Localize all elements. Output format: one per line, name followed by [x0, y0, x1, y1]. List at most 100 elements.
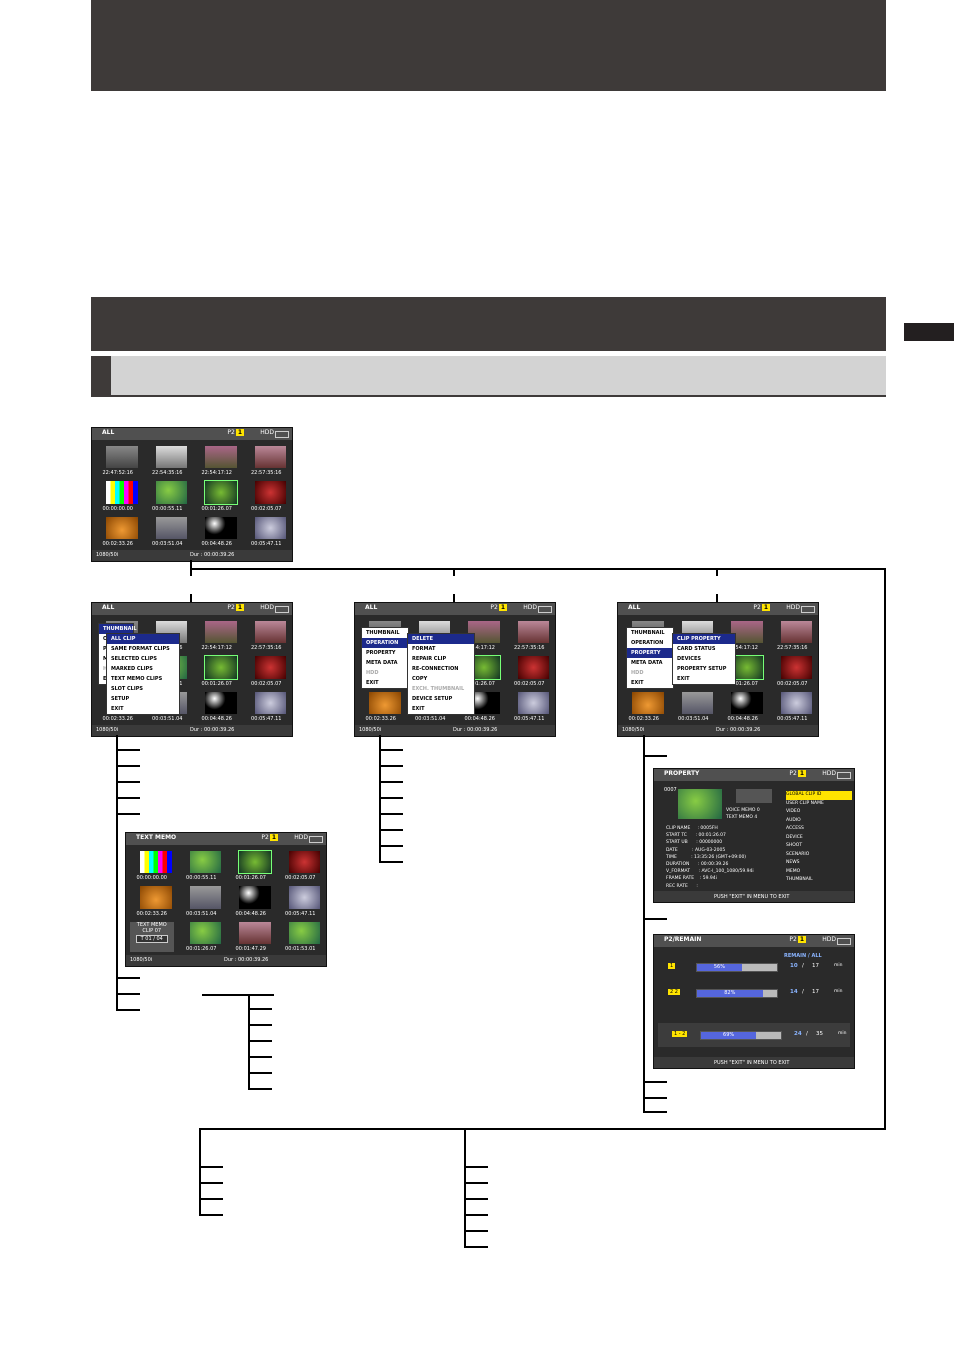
menu-item[interactable]: OPERATION [631, 640, 664, 646]
menu-item[interactable]: CARD STATUS [677, 646, 716, 652]
thumbnail-cell[interactable]: 00:04:48.26 [195, 690, 239, 722]
menu-item[interactable]: EXIT [111, 706, 124, 712]
thumbnail-cell[interactable]: 00:01:26.07 [180, 920, 224, 952]
thumbnail-cell[interactable]: 00:03:51.04 [146, 515, 190, 547]
clip-number: 0007 [664, 787, 677, 793]
main-menu[interactable]: THUMBNAIL OPERATION PROPERTY META DATA HDD EX… [626, 627, 674, 689]
menu-item[interactable]: REPAIR CLIP [412, 656, 447, 662]
menu-item[interactable]: THUMBNAIL [631, 630, 665, 636]
menu-item[interactable]: META DATA [631, 660, 663, 666]
thumbnail-cell[interactable]: 00:02:05.07 [279, 849, 323, 881]
menu-item[interactable]: EXCH. THUMBNAIL [412, 686, 465, 692]
thumbnail-cell[interactable]: 00:05:47.11 [771, 690, 815, 722]
property-menu-item[interactable]: VIDEO [786, 809, 801, 814]
thumbnail-cell[interactable]: 00:02:05.07 [245, 479, 289, 512]
menu-item[interactable]: EXIT [677, 676, 690, 682]
thumbnail-cell[interactable]: 22:54:17:12 [721, 619, 765, 651]
property-menu-item[interactable]: MEMO [786, 868, 801, 874]
menu-item[interactable]: FORMAT [412, 646, 436, 652]
menu-item[interactable]: COPY [412, 676, 428, 682]
thumbnail-submenu[interactable]: ALL CLIP SAME FORMAT CLIPS SELECTED CLIPS M… [106, 633, 180, 715]
property-menu-item[interactable]: DEVICE [786, 834, 803, 840]
thumbnail-cell[interactable]: 22:57:35:16 [508, 619, 552, 651]
menu-item[interactable]: HDD [631, 670, 644, 676]
thumbnail-cell[interactable]: 22:47:52:16 [96, 444, 140, 476]
thumbnail-cell[interactable]: 00:03:51.04 [672, 690, 716, 722]
thumbnail-cell[interactable]: 00:01:53.01 [279, 920, 323, 952]
menu-item[interactable]: OPERATION [362, 638, 408, 648]
menu-item[interactable]: SETUP [111, 696, 130, 702]
thumbnail-cell[interactable]: 00:02:33.26 [130, 884, 174, 917]
thumbnail-cell[interactable]: 00:05:47.11 [245, 690, 289, 722]
main-menu[interactable]: THUMBNAIL OPERATION PROPERTY META DATA HDD EX… [361, 627, 409, 689]
thumbnail-cell[interactable]: 22:54:17:12 [195, 444, 239, 476]
menu-item[interactable]: DEVICE SETUP [412, 696, 453, 702]
menu-item[interactable]: TEXT MEMO CLIPS [111, 676, 163, 682]
p2-slot: 1 [235, 429, 244, 436]
thumbnail-cell[interactable]: 00:01:26.07 [721, 654, 765, 687]
thumbnail-cell[interactable]: 00:01:47.29 [229, 920, 273, 952]
menu-item[interactable]: MARKED CLIPS [111, 666, 153, 672]
menu-item[interactable]: ALL CLIP [107, 634, 179, 644]
menu-item[interactable]: EXIT [631, 680, 644, 686]
thumbnail-cell[interactable]: 00:02:05.07 [245, 654, 289, 687]
menu-item[interactable]: PROPERTY [627, 648, 673, 658]
menu-item[interactable]: CLIP PROPERTY [673, 634, 735, 644]
property-menu-item[interactable]: THUMBNAIL [786, 877, 813, 882]
thumbnail-cell[interactable]: 00:02:33.26 [96, 515, 140, 547]
menu-item[interactable]: HDD [366, 670, 379, 676]
thumbnail-cell[interactable]: 00:02:33.26 [622, 690, 666, 722]
thumbnail-cell[interactable]: 00:04:48.26 [458, 690, 502, 722]
thumbnail-cell[interactable]: 22:54:17:12 [195, 619, 239, 651]
thumbnail-cell[interactable]: 00:01:26.07 [458, 654, 502, 687]
menu-item[interactable]: SELECTED CLIPS [111, 656, 157, 662]
property-menu-item[interactable]: USER CLIP NAME [786, 800, 824, 806]
menu-item[interactable]: PROPERTY SETUP [677, 666, 727, 672]
thumbnail-cell[interactable]: 00:04:48.26 [229, 884, 273, 917]
thumbnail-cell[interactable]: 00:02:33.26 [359, 690, 403, 722]
thumbnail-cell[interactable]: 00:01:26.07 [195, 479, 239, 512]
menu-item[interactable]: THUMBNAIL [99, 624, 137, 634]
thumbnail-cell[interactable]: 00:05:47.11 [245, 515, 289, 547]
property-submenu[interactable]: CLIP PROPERTY CARD STATUS DEVICES PROPERTY … [672, 633, 736, 685]
menu-item[interactable]: EXIT [412, 706, 425, 712]
thumbnail-cell[interactable]: 22:54:17:12 [458, 619, 502, 651]
thumbnail-cell[interactable]: 22:57:35:16 [245, 444, 289, 476]
thumbnail-cell[interactable]: 22:54:35:16 [146, 444, 190, 476]
thumbnail-cell[interactable]: 00:05:47.11 [279, 884, 323, 917]
thumbnail-cell[interactable]: 00:03:51.04 [180, 884, 224, 917]
property-menu-item[interactable]: AUDIO [786, 817, 801, 823]
property-menu-item[interactable]: SHOOT [786, 843, 803, 848]
thumbnail-cell[interactable]: 00:00:00.00 [96, 479, 140, 512]
menu-item[interactable]: SLOT CLIPS [111, 686, 143, 692]
thumbnail-cell[interactable]: 00:00:55.11 [180, 849, 224, 881]
thumbnail-cell[interactable]: 00:01:26.07 [229, 849, 273, 881]
menu-item[interactable]: META DATA [366, 660, 398, 666]
property-menu-item[interactable]: SCENARIO [786, 851, 810, 857]
menu-item[interactable]: THUMBNAIL [366, 630, 400, 636]
thumbnail-cell[interactable]: 00:02:05.07 [771, 654, 815, 687]
menu-item[interactable]: RE-CONNECTION [412, 666, 459, 672]
thumbnail-cell[interactable]: 00:00:55.11 [146, 479, 190, 512]
menu-item[interactable]: EXIT [366, 680, 379, 686]
menu-item[interactable]: DEVICES [677, 656, 701, 662]
subsection-header [91, 356, 886, 397]
thumbnail-cell[interactable]: 00:04:48.26 [721, 690, 765, 722]
thumbnail-cell[interactable]: 00:01:26.07 [195, 654, 239, 687]
clip-timecode: 00:03:51.04 [678, 716, 709, 722]
menu-item[interactable]: DELETE [408, 634, 474, 644]
thumbnail-cell[interactable]: 00:04:48.26 [195, 515, 239, 547]
thumbnail-cell[interactable]: 00:00:00.00 [130, 849, 174, 881]
thumbnail-cell[interactable]: 00:05:47.11 [508, 690, 552, 722]
menu-item[interactable]: PROPERTY [366, 650, 396, 656]
operation-submenu[interactable]: DELETE FORMAT REPAIR CLIP RE-CONNECTION COPY… [407, 633, 475, 715]
menu-item[interactable]: SAME FORMAT CLIPS [111, 646, 170, 652]
property-menu-item[interactable]: GLOBAL CLIP ID [786, 791, 852, 800]
property-menu-item[interactable]: NEWS [786, 860, 800, 865]
thumbnail-cell[interactable]: 00:02:05.07 [508, 654, 552, 687]
thumbnail-cell[interactable]: 22:57:35:16 [771, 619, 815, 651]
thumbnail-cell[interactable]: 22:57:35:16 [245, 619, 289, 651]
property-menu-item[interactable]: ACCESS [786, 826, 804, 831]
